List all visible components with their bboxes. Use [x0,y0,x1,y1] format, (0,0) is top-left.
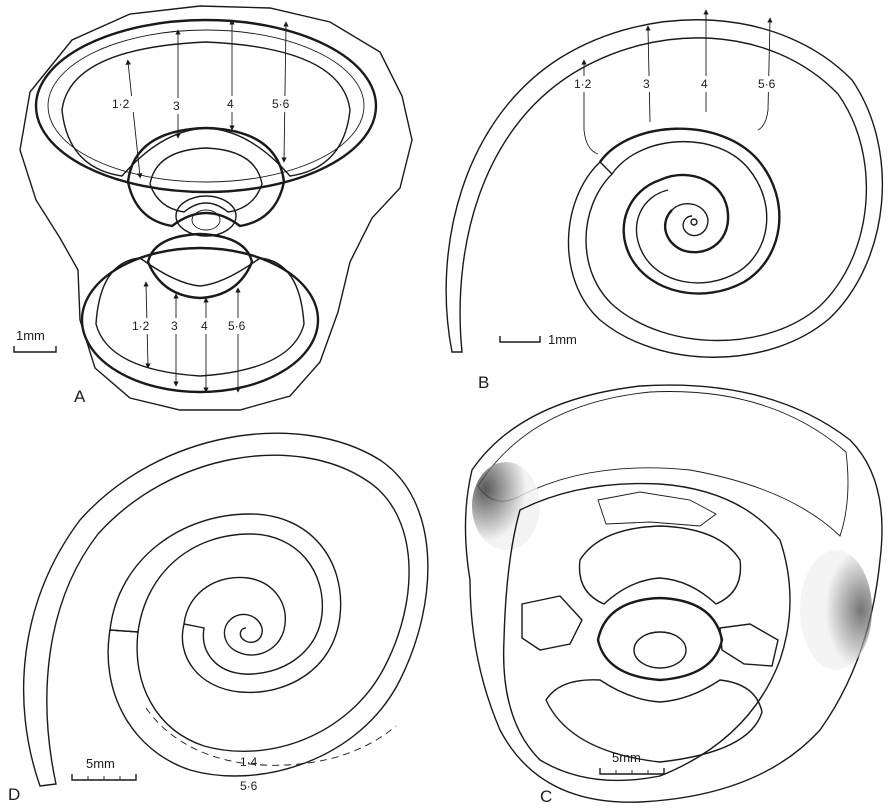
panel-b-spiral-whorl-2b [612,142,767,283]
panel-d-spiral-whorl-4 [230,614,262,642]
panel-b-spiral-apex [691,219,697,225]
panel-a-lower-label-1-2: 1·2 [132,319,150,333]
panel-c-mid-chamber-left [522,596,582,650]
panel-b-measure-line-1-2 [584,62,598,154]
panel-d-spiral: 1·4 5·6 5mm D [8,433,428,804]
panel-a-scale-bar: 1mm [14,328,56,352]
panel-a-scale-label: 1mm [16,328,45,343]
panel-d-spiral-whorl-2 [110,514,341,692]
panel-d-scale-label: 5mm [86,756,115,771]
panel-b-spiral: 1·2 3 4 5·6 1mm B [446,12,882,392]
panel-d-outer-spiral-band [24,433,428,786]
panel-b-measure-line-5-6 [758,20,770,130]
panel-b-spiral-whorl-4 [672,204,708,236]
panel-c-center-core [634,632,686,668]
panel-c-mid-chamber-right [720,624,778,666]
panel-c-top-chamber-fragment [598,492,716,526]
panel-a-upper-whorl-outer [36,20,376,192]
panel-a-lower-label-5-6: 5·6 [228,319,246,333]
panel-d-letter: D [8,785,20,804]
panel-a-upper-label-5-6: 5·6 [272,97,290,111]
panel-c-lower-chamber [546,680,762,762]
panel-a-measure-line-5-6 [284,24,286,160]
panel-c-right-shadow [800,550,872,670]
panel-b-label-3: 3 [643,77,650,91]
panel-b-label-5-6: 5·6 [758,77,776,91]
panel-a-upper-chamber [62,42,350,176]
panel-b-label-1-2: 1·2 [574,77,592,91]
panel-a-upper-label-1-2: 1·2 [112,97,130,111]
panel-a-upper-measure-lines [128,22,286,176]
panel-a-letter: A [74,387,86,406]
panel-d-scale-bar: 5mm [72,756,136,780]
panel-a-upper-label-3: 3 [173,99,180,113]
panel-b-scale-label: 1mm [548,332,577,347]
panel-b-label-4: 4 [701,77,708,91]
panel-b-spiral-whorl-3 [660,175,728,252]
panel-c-letter: C [540,787,552,806]
panel-a-lower-label-3: 3 [171,319,178,333]
panel-d-outer-label: 5·6 [240,779,258,793]
panel-a-lower-label-4: 4 [201,319,208,333]
panel-c-shaded-section: 5mm C [465,385,882,806]
panel-a-upper-label-4: 4 [227,97,234,111]
panel-a-cross-section: 1·2 3 4 5·6 1·2 3 4 5·6 1mm A [14,6,412,410]
panel-d-inner-label: 1·4 [240,755,258,769]
panel-a-upper-whorl-band [48,30,364,182]
panel-a-outer-outline [20,6,412,410]
panel-c-inner-capsule [504,484,790,781]
panel-b-scale-bar: 1mm [500,332,577,347]
panel-a-lower-chamber [96,258,304,376]
panel-c-upper-chamber [580,526,741,604]
panel-b-outer-spiral-band [446,20,882,357]
panel-b-measure-line-3 [648,28,650,122]
panel-b-spiral-whorl-2 [600,129,779,294]
panel-c-scale-label: 5mm [612,750,641,765]
panel-b-letter: B [478,373,489,392]
panel-a-lower-cup [148,234,252,298]
